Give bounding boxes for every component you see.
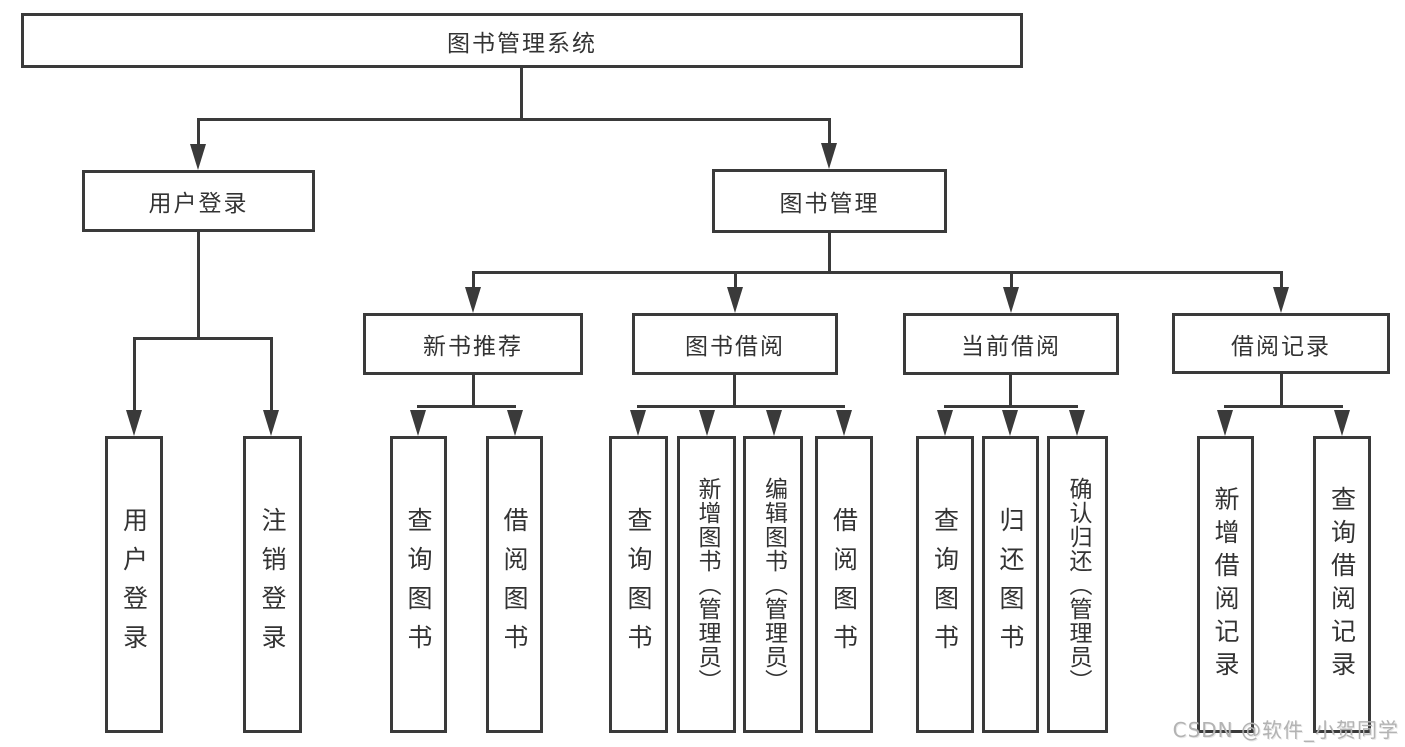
leaf-bor-borrow-books: 借阅图书 — [815, 436, 873, 733]
leaf-rec-query-books-label: 查询图书 — [404, 506, 433, 663]
leaf-record-query: 查询借阅记录 — [1313, 436, 1371, 733]
connector-currentborrow-shaft — [1010, 271, 1013, 289]
arrow-record-add — [1217, 410, 1233, 436]
arrow-currentborrow — [1003, 287, 1019, 313]
leaf-bor-borrow-books-label: 借阅图书 — [829, 506, 859, 663]
arrow-bor-edit — [766, 410, 782, 436]
arrow-leaf-logout — [263, 410, 279, 436]
leaf-cur-confirm-return-admin: 确认归还（管理员） — [1047, 436, 1108, 733]
node-user-login: 用户登录 — [82, 170, 315, 232]
leaf-record-query-label: 查询借阅记录 — [1327, 485, 1357, 684]
arrow-rec-borrow — [507, 410, 523, 436]
connector-bookborrow-stem — [733, 375, 736, 405]
leaf-cur-query-books: 查询图书 — [916, 436, 974, 733]
leaf-bor-add-books-admin: 新增图书（管理员） — [677, 436, 736, 733]
leaf-cur-return-books: 归还图书 — [982, 436, 1039, 733]
node-book-mgmt-label: 图书管理 — [779, 191, 880, 217]
arrow-cur-query — [937, 410, 953, 436]
connector-bookborrow-bar — [637, 405, 845, 408]
leaf-bor-query-books-label: 查询图书 — [624, 506, 653, 663]
connector-userlogin-stem — [197, 232, 200, 337]
connector-root-stem — [520, 68, 523, 118]
connector-borrowrecord-stem — [1280, 374, 1283, 405]
arrow-bor-borrow — [836, 410, 852, 436]
node-root: 图书管理系统 — [21, 13, 1023, 68]
arrow-record-query — [1334, 410, 1350, 436]
arrow-bor-add — [699, 410, 715, 436]
leaf-cur-confirm-return-admin-label: 确认归还（管理员） — [1065, 476, 1091, 693]
leaf-bor-query-books: 查询图书 — [609, 436, 668, 733]
node-borrow-record: 借阅记录 — [1172, 313, 1390, 374]
arrow-borrowrecord — [1273, 287, 1289, 313]
leaf-logout-label: 注销登录 — [258, 506, 287, 663]
csdn-watermark: CSDN @软件_小贺同学 — [1172, 718, 1399, 742]
connector-currentborrow-stem — [1009, 375, 1012, 405]
leaf-user-login-label: 用户登录 — [119, 506, 149, 663]
connector-bookborrow-shaft — [734, 271, 737, 289]
node-user-login-label: 用户登录 — [148, 191, 249, 217]
arrow-rec-query — [410, 410, 426, 436]
leaf-record-add-label: 新增借阅记录 — [1211, 485, 1240, 684]
connector-borrowrecord-bar — [1224, 405, 1343, 408]
connector-bookmgmt-shaft — [828, 118, 831, 145]
node-current-borrow-label: 当前借阅 — [961, 334, 1061, 360]
leaf-rec-borrow-books-label: 借阅图书 — [500, 506, 529, 663]
leaf-logout: 注销登录 — [243, 436, 302, 733]
leaf-bor-edit-books-admin-label: 编辑图书（管理员） — [760, 476, 787, 693]
connector-leaf-logout-shaft — [270, 337, 273, 412]
connector-root-bar — [197, 118, 831, 121]
node-current-borrow: 当前借阅 — [903, 313, 1119, 375]
node-book-borrow-label: 图书借阅 — [685, 334, 785, 360]
connector-leaf-login-shaft — [133, 337, 136, 412]
connector-bookmgmt-bar — [472, 271, 1282, 274]
leaf-rec-query-books: 查询图书 — [390, 436, 447, 733]
node-borrow-record-label: 借阅记录 — [1231, 333, 1331, 360]
connector-bookmgmt-stem — [828, 233, 831, 271]
leaf-cur-query-books-label: 查询图书 — [930, 506, 960, 663]
arrow-bookmgmt — [821, 143, 837, 169]
leaf-user-login: 用户登录 — [105, 436, 163, 733]
leaf-bor-edit-books-admin: 编辑图书（管理员） — [743, 436, 803, 733]
arrow-userlogin — [190, 144, 206, 170]
connector-newrec-shaft — [472, 271, 475, 289]
leaf-cur-return-books-label: 归还图书 — [996, 506, 1025, 663]
connector-newrec-bar — [417, 405, 516, 408]
connector-borrowrecord-shaft — [1280, 271, 1283, 289]
leaf-record-add: 新增借阅记录 — [1197, 436, 1254, 733]
connector-currentborrow-bar — [944, 405, 1078, 408]
arrow-cur-confirm — [1069, 410, 1085, 436]
node-new-book-rec: 新书推荐 — [363, 313, 583, 375]
arrow-bookborrow — [727, 287, 743, 313]
arrow-newrec — [465, 287, 481, 313]
leaf-rec-borrow-books: 借阅图书 — [486, 436, 543, 733]
leaf-bor-add-books-admin-label: 新增图书（管理员） — [694, 476, 720, 693]
arrow-cur-return — [1002, 410, 1018, 436]
connector-userlogin-bar — [133, 337, 273, 340]
node-book-mgmt: 图书管理 — [712, 169, 947, 233]
arrow-bor-query — [630, 410, 646, 436]
node-book-borrow: 图书借阅 — [632, 313, 838, 375]
arrow-leaf-login — [126, 410, 142, 436]
node-new-book-rec-label: 新书推荐 — [423, 334, 523, 360]
connector-userlogin-shaft — [197, 118, 200, 146]
node-root-label: 图书管理系统 — [447, 30, 597, 57]
connector-newrec-stem — [472, 375, 475, 405]
